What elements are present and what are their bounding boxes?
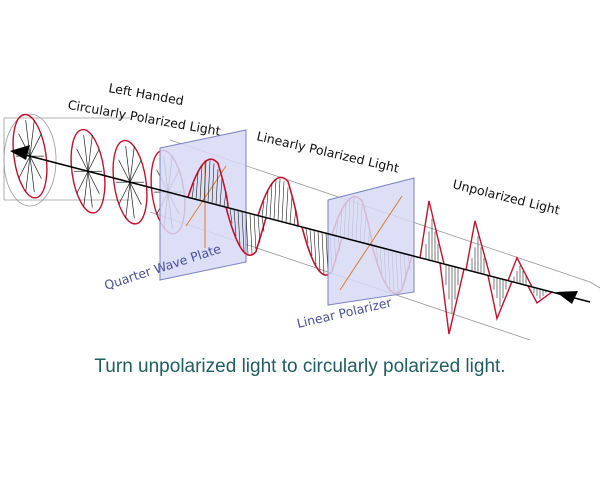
linear-wave-hatch xyxy=(215,169,219,205)
unpolarized-wave xyxy=(419,200,553,335)
linear-wave-hatch xyxy=(199,165,203,201)
label-left-handed: Left Handed xyxy=(107,80,184,108)
circular-wave-vector xyxy=(129,182,142,205)
linear-wave-hatch xyxy=(277,178,281,221)
linear-wave-hatch xyxy=(241,211,245,252)
linear-polarizer xyxy=(327,177,415,306)
circular-wave-vector xyxy=(29,156,42,179)
caption: Turn unpolarized light to circularly pol… xyxy=(94,356,506,377)
circular-wave-vector xyxy=(87,171,100,194)
circular-wave-vector xyxy=(129,146,135,183)
circular-wave-vector xyxy=(118,182,131,205)
linear-wave-hatch xyxy=(321,232,325,275)
linear-wave-hatch xyxy=(265,190,269,218)
circular-wave-vector xyxy=(129,182,135,219)
circular-wave-vector xyxy=(76,171,89,194)
tube-end-ellipse xyxy=(3,113,57,207)
circular-wave-ring xyxy=(70,128,106,214)
linear-wave-hatch xyxy=(269,183,273,219)
unpolarized-wave-lobe xyxy=(419,200,445,265)
linear-polarizer-axis xyxy=(339,195,403,291)
linear-wave-hatch xyxy=(249,213,253,254)
arrow-left-icon xyxy=(10,145,30,160)
linear-wave-hatch xyxy=(317,231,321,272)
circular-wave-ring xyxy=(112,139,148,225)
linear-wave-hatch xyxy=(293,209,297,225)
linear-wave-hatch xyxy=(261,216,265,232)
label-unpolarized: Unpolarized Light xyxy=(451,176,561,217)
unpolarized-wave-lobe xyxy=(487,275,513,321)
linear-wave-hatch xyxy=(191,183,195,199)
linear-wave-hatch xyxy=(223,191,227,207)
circular-wave-vector xyxy=(87,148,100,172)
linear-wave-hatch xyxy=(281,181,285,222)
circular-wave-vector xyxy=(18,133,31,157)
circular-wave-ring xyxy=(12,113,48,199)
linear-wave-hatch xyxy=(261,201,265,217)
linear-wave-hatch xyxy=(289,196,293,224)
circular-wave-vector xyxy=(87,171,93,208)
circular-wave-vector xyxy=(29,119,35,157)
circular-wave-vector xyxy=(118,159,131,183)
linear-wave-hatch xyxy=(229,208,233,224)
linear-wave-lobe xyxy=(187,158,229,208)
linear-wave-hatch xyxy=(313,230,317,266)
tube-top-tail xyxy=(589,281,600,289)
circular-wave-vector xyxy=(125,182,131,219)
linear-wave-hatch xyxy=(245,212,249,255)
linear-wave-lobe xyxy=(225,207,267,257)
linear-wave-hatch xyxy=(305,228,309,244)
circular-wave-vector xyxy=(76,148,89,172)
quarter-wave-plate-fast-axis xyxy=(185,165,227,227)
linear-wave-lobe xyxy=(257,176,299,226)
linear-wave-hatch xyxy=(253,214,257,250)
linear-wave-hatch xyxy=(273,179,277,220)
linear-wave-hatch xyxy=(257,215,261,243)
unpolarized-wave-lobe xyxy=(465,220,491,277)
circular-wave-vector xyxy=(87,135,93,172)
unpolarized-wave-lobe xyxy=(527,285,553,305)
linear-wave-hatch xyxy=(195,172,199,200)
linear-wave-hatch xyxy=(237,210,241,246)
linear-wave-hatch xyxy=(211,163,215,204)
circular-wave-vector xyxy=(29,156,35,193)
circular-wave-vector xyxy=(125,146,131,183)
unpolarized-wave-lobe xyxy=(507,256,533,288)
arrow-left-icon xyxy=(556,291,578,304)
linear-wave-hatch xyxy=(233,209,237,237)
quarter-wave-plate xyxy=(159,129,247,281)
circular-wave-vector xyxy=(129,159,142,183)
circular-wave-vector xyxy=(83,171,89,208)
circular-wave-vector xyxy=(18,156,31,179)
linear-wave-hatch xyxy=(309,229,313,256)
linear-wave-hatch xyxy=(285,187,289,223)
linear-wave-hatch xyxy=(219,178,223,206)
unpolarized-wave-lobe xyxy=(439,262,465,335)
circular-wave-vector xyxy=(25,156,31,193)
propagation-axis xyxy=(13,151,591,303)
linear-wave-hatch xyxy=(203,161,207,202)
circular-wave-vector xyxy=(29,133,42,157)
circular-wave-vector xyxy=(25,119,31,157)
circular-wave-vector xyxy=(83,135,89,172)
linear-wave-hatch xyxy=(207,160,211,203)
label-linearly-polarized: Linearly Polarized Light xyxy=(255,128,400,175)
